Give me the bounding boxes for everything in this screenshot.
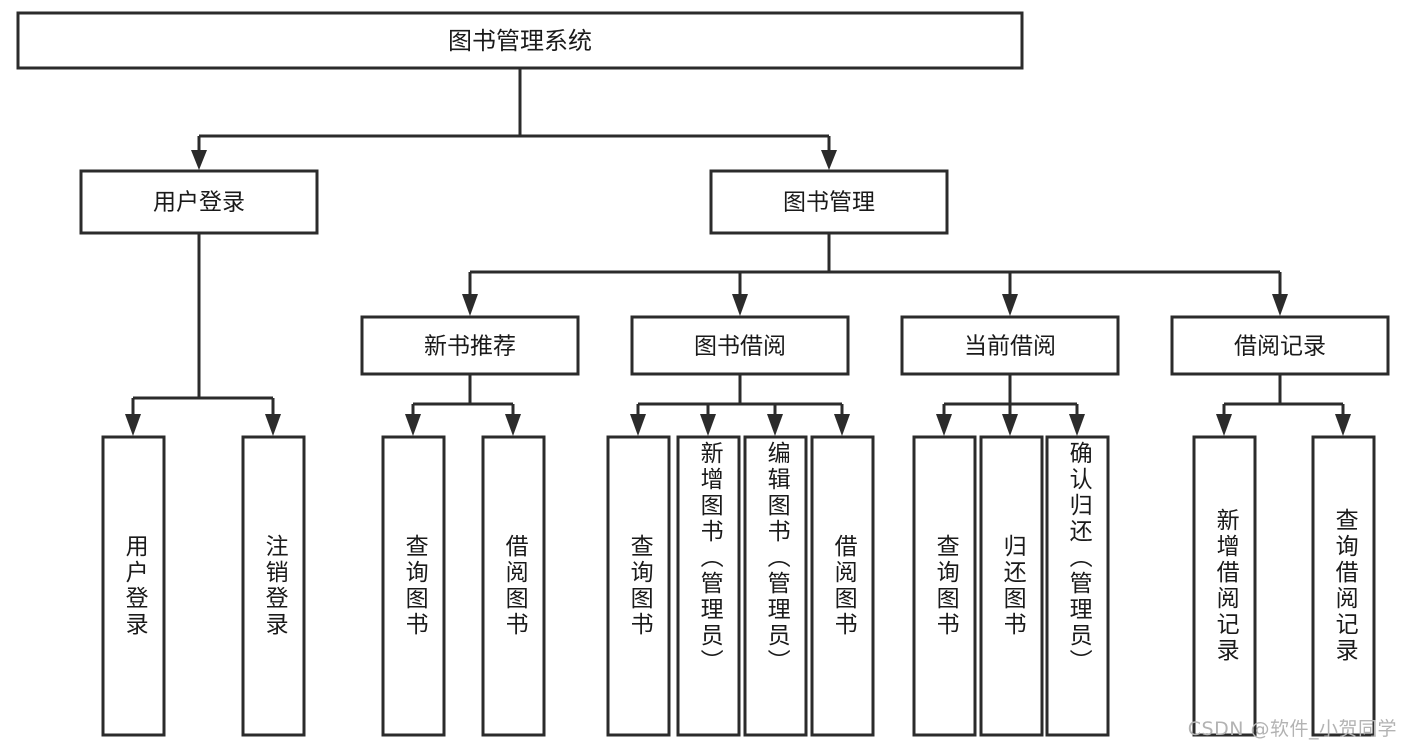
node-root[interactable]: 图书管理系统 [16, 11, 1024, 70]
node-current-borrow-label: 当前借阅 [964, 334, 1056, 360]
arrow-head-borrow-record [1272, 294, 1288, 316]
node-book-borrow[interactable]: 图书借阅 [630, 315, 850, 376]
arrow-head-leaf-edit-book [767, 414, 783, 436]
node-user-login-label: 用户登录 [153, 190, 245, 216]
leaf-box-borrow-book-1[interactable] [481, 435, 546, 737]
csdn-watermark: CSDN @软件_小贺同学 [1187, 718, 1397, 740]
leaf-box-query-book-2[interactable] [606, 435, 671, 737]
node-borrow-record-label: 借阅记录 [1234, 334, 1326, 360]
leaf-box-confirm-return[interactable] [1045, 435, 1110, 737]
node-book-borrow-label: 图书借阅 [694, 334, 786, 360]
leaf-box-return-book[interactable] [979, 435, 1044, 737]
arrow-head-book-borrow [732, 294, 748, 316]
node-borrow-record[interactable]: 借阅记录 [1170, 315, 1390, 376]
node-root-label: 图书管理系统 [448, 27, 592, 55]
node-book-management-label: 图书管理 [783, 190, 875, 216]
node-book-management-box[interactable] [709, 169, 949, 235]
arrow-head-leaf-query-record [1335, 414, 1351, 436]
arrow-head-leaf-query-book-1 [405, 414, 421, 436]
node-new-book-recommend[interactable]: 新书推荐 [360, 315, 580, 376]
node-user-login[interactable]: 用户登录 [79, 169, 319, 235]
node-new-book-recommend-box[interactable] [360, 315, 580, 376]
arrow-head-leaf-borrow-book-2 [834, 414, 850, 436]
node-book-borrow-box[interactable] [630, 315, 850, 376]
arrow-head-leaf-query-book-2 [630, 414, 646, 436]
arrow-head-leaf-add-book [700, 414, 716, 436]
leaf-box-borrow-book-2[interactable] [810, 435, 875, 737]
node-current-borrow-box[interactable] [900, 315, 1120, 376]
leaf-box-logout-login[interactable] [241, 435, 306, 737]
arrow-head-leaf-confirm-return [1069, 414, 1085, 436]
leaf-box-user-login[interactable] [101, 435, 166, 737]
node-new-book-recommend-label: 新书推荐 [424, 334, 516, 360]
node-borrow-record-box[interactable] [1170, 315, 1390, 376]
arrow-head-leaf-borrow-book-1 [505, 414, 521, 436]
leaf-box-query-book-1[interactable] [381, 435, 446, 737]
leaf-box-query-record[interactable] [1311, 435, 1376, 737]
node-current-borrow[interactable]: 当前借阅 [900, 315, 1120, 376]
arrow-head-leaf-logout-login [265, 414, 281, 436]
arrow-head-new-book-recommend [462, 294, 478, 316]
leaf-box-add-book[interactable] [676, 435, 741, 737]
node-root-box[interactable] [16, 11, 1024, 70]
arrow-head-leaf-query-book-3 [936, 414, 952, 436]
arrow-head-book-management [821, 150, 837, 170]
leaf-box-query-book-3[interactable] [912, 435, 977, 737]
leaf-box-add-record[interactable] [1192, 435, 1257, 737]
arrow-head-current-borrow [1002, 294, 1018, 316]
arrow-head-leaf-add-record [1216, 414, 1232, 436]
leaf-box-edit-book[interactable] [743, 435, 808, 737]
node-book-management[interactable]: 图书管理 [709, 169, 949, 235]
arrow-head-user-login [191, 150, 207, 170]
arrow-head-leaf-user-login [125, 414, 141, 436]
arrow-head-leaf-return-book [1002, 414, 1018, 436]
